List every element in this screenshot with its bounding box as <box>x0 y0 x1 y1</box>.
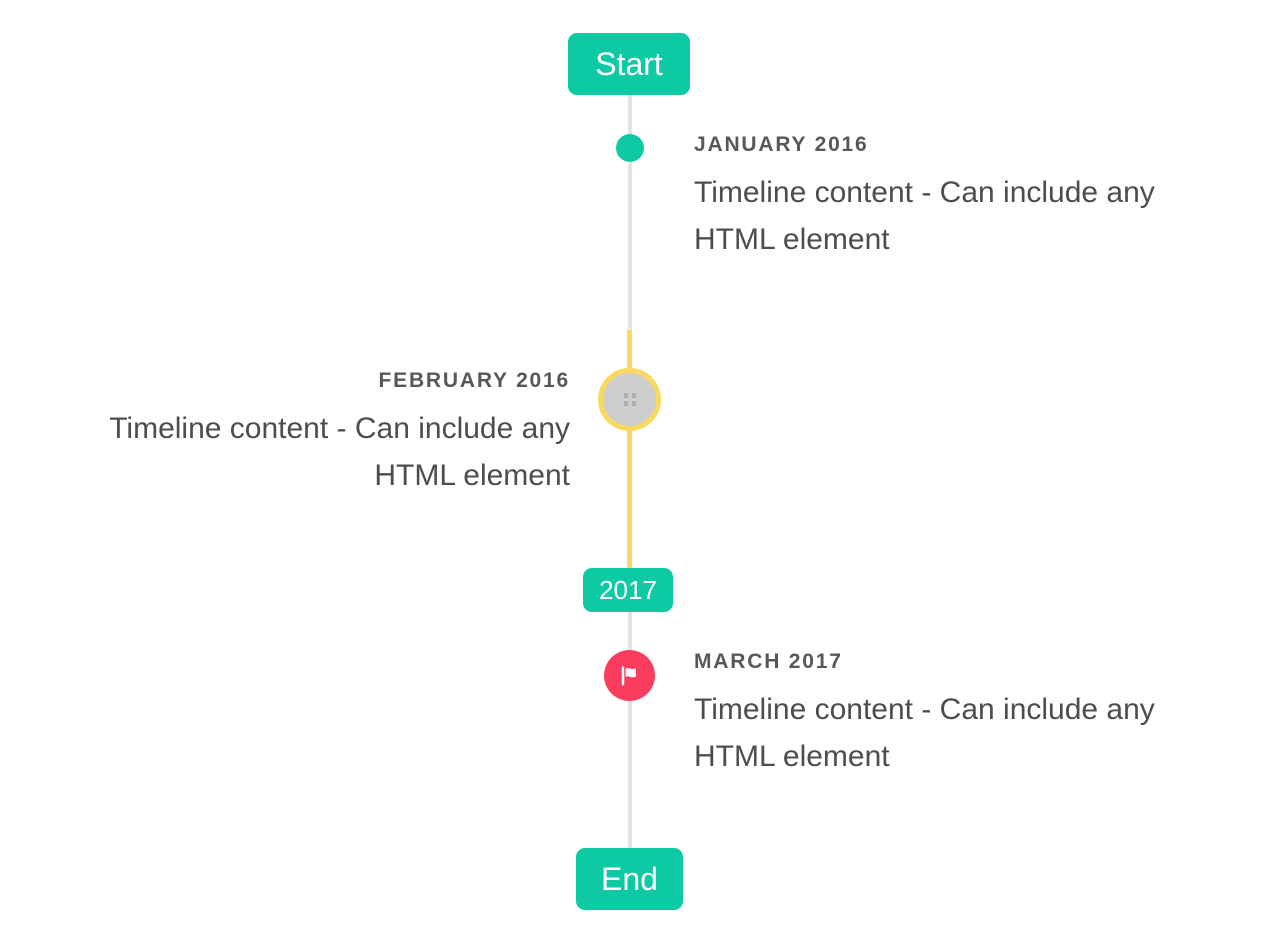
item-title: MARCH 2017 <box>694 650 843 673</box>
item-title: JANUARY 2016 <box>694 133 869 156</box>
item-title: FEBRUARY 2016 <box>378 369 570 392</box>
timeline-rail-highlight <box>627 330 632 590</box>
start-flag-label: Start <box>595 45 663 82</box>
marker-avatar-february <box>598 368 661 431</box>
item-content: Timeline content - Can include any HTML … <box>694 693 1155 773</box>
flag-icon <box>621 665 636 686</box>
timeline-item-january: JANUARY 2016 Timeline content - Can incl… <box>694 134 1216 263</box>
timeline-rail-top <box>628 88 632 330</box>
start-flag-badge: Start <box>568 33 690 95</box>
end-flag-badge: End <box>576 848 683 910</box>
timeline-rail-bottom <box>628 590 632 848</box>
timeline-item-march: MARCH 2017 Timeline content - Can includ… <box>694 651 1216 780</box>
timeline-item-february: FEBRUARY 2016 Timeline content - Can inc… <box>48 370 570 499</box>
year-flag-label: 2017 <box>599 574 657 605</box>
end-flag-label: End <box>601 860 658 897</box>
item-content: Timeline content - Can include any HTML … <box>694 176 1155 256</box>
year-flag-badge: 2017 <box>583 568 673 612</box>
item-content: Timeline content - Can include any HTML … <box>109 412 570 492</box>
marker-dot-january <box>616 134 644 162</box>
broken-image-placeholder-icon <box>623 393 628 398</box>
marker-flag-march <box>604 650 655 701</box>
